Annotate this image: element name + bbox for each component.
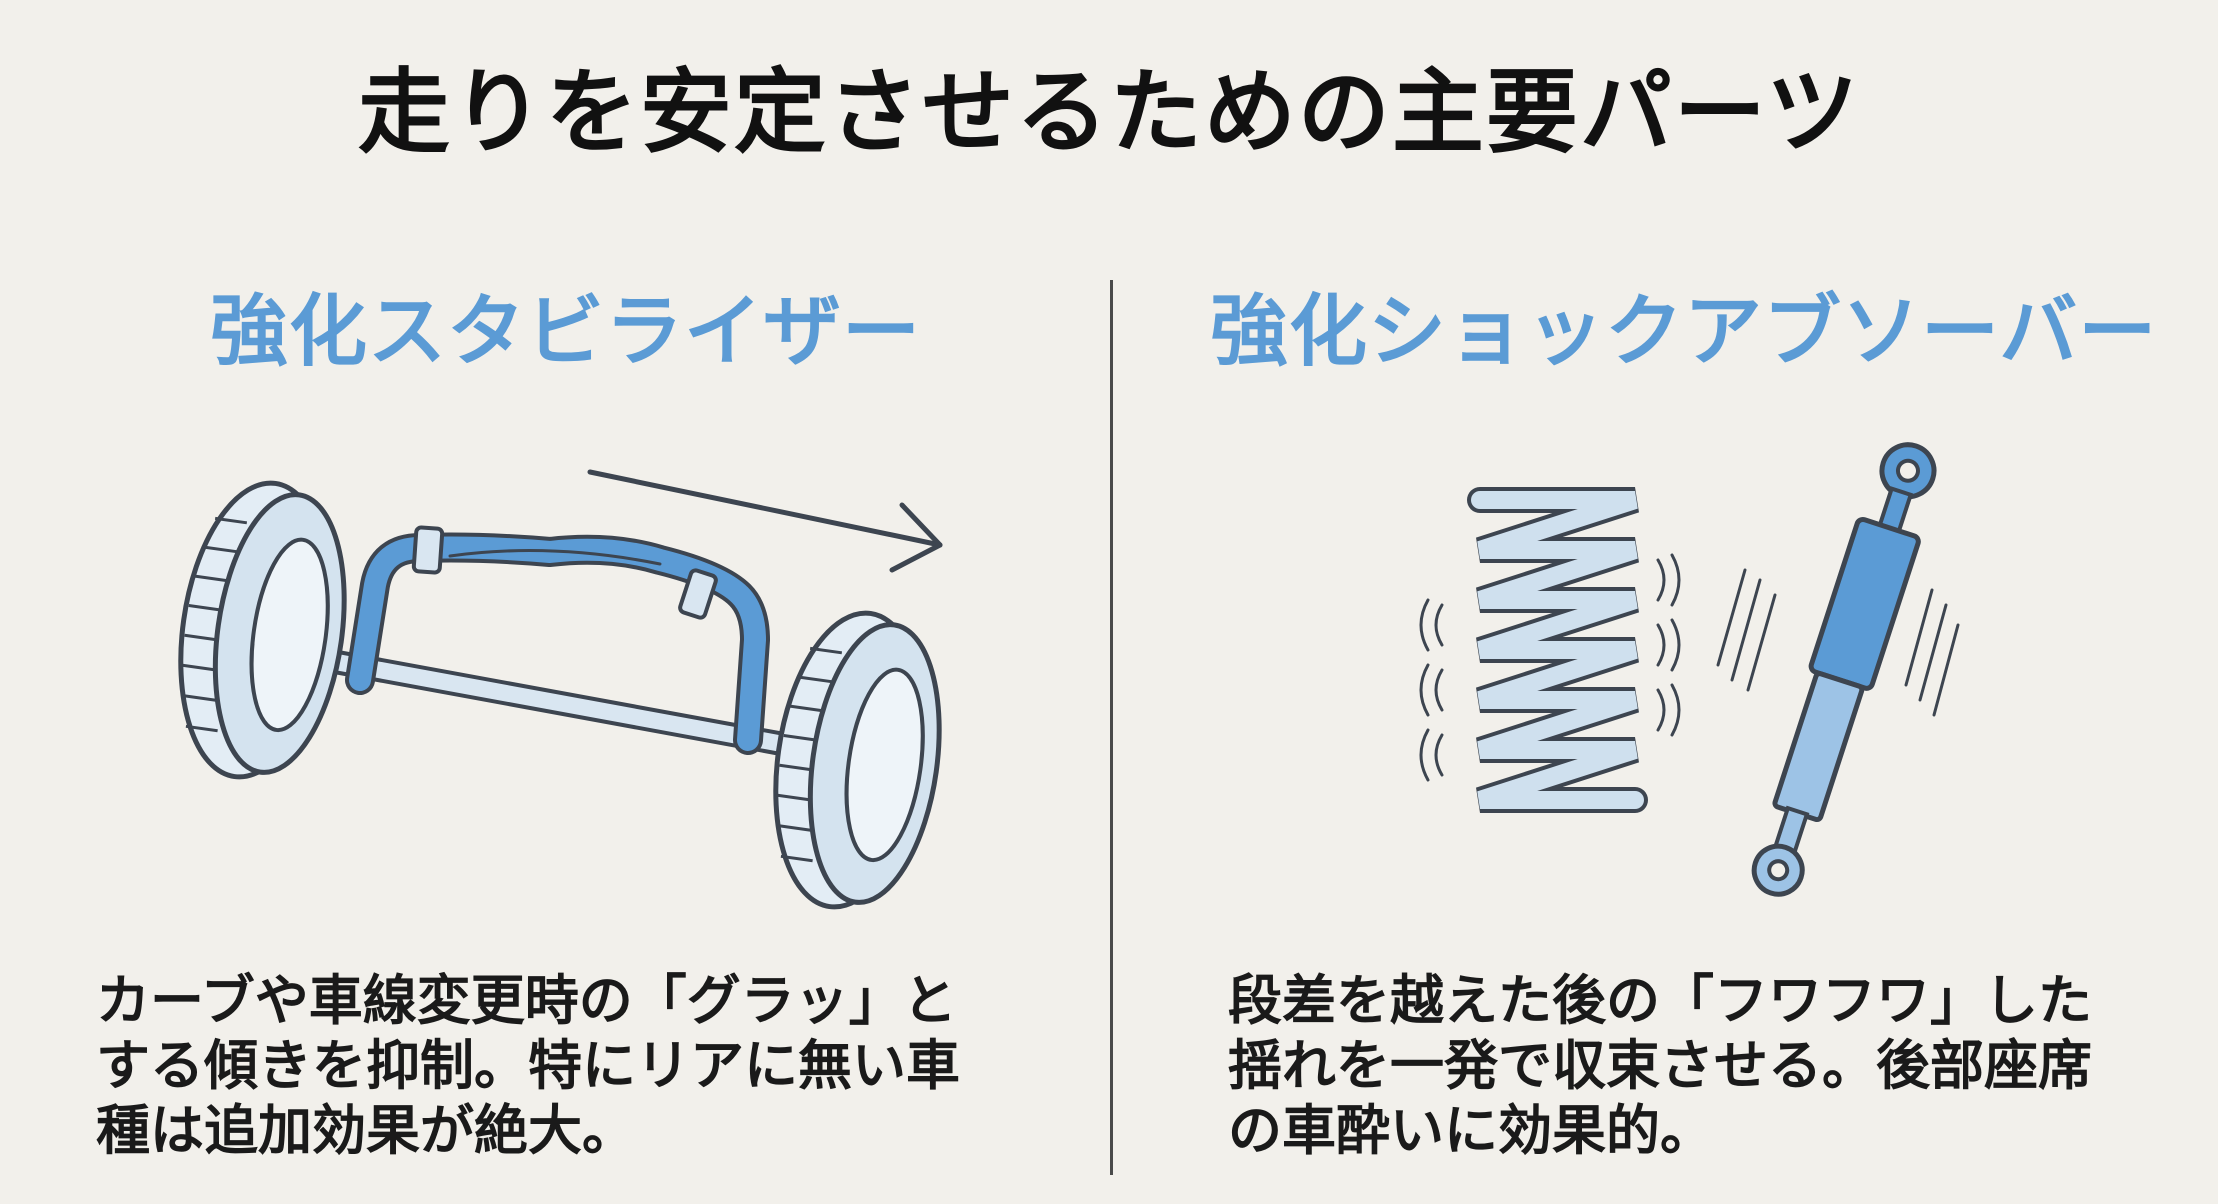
stabilizer-description-line-1: カーブや車線変更時の「グラッ」と <box>96 969 957 1032</box>
stabilizer-axle-illustration <box>178 469 943 910</box>
stabilizer-description-line-3: 種は追加効果が絶大。 <box>96 1099 636 1162</box>
suspension-parts-svg <box>1419 442 1960 897</box>
stabilizer-description: カーブや車線変更時の「グラッ」と する傾きを抑制。特にリアに無い車 種は追加効果… <box>96 968 1026 1163</box>
shock-absorber-description: 段差を越えた後の「フワフワ」した 揺れを一発で収束させる。後部座席 の車酔いに効… <box>1228 968 2148 1163</box>
left-wheel <box>178 480 347 780</box>
shock-absorber-heading: 強化ショックアブソーバー <box>1210 287 2158 377</box>
page-title: 走りを安定させるための主要パーツ <box>357 59 1861 166</box>
shock-absorber-icon <box>1751 442 1937 897</box>
shock-vibration-lines <box>1716 568 1960 717</box>
right-wheel <box>773 610 942 910</box>
stabilizer-heading: 強化スタビライザー <box>210 287 922 377</box>
shock-absorber-illustration <box>1400 430 1960 920</box>
coil-spring-icon <box>1419 487 1681 813</box>
stabilizer-bracket-left <box>411 525 445 575</box>
shock-absorber-description-line-1: 段差を越えた後の「フワフワ」した <box>1228 969 2092 1032</box>
direction-arrow-icon <box>587 469 943 573</box>
stabilizer-description-line-2: する傾きを抑制。特にリアに無い車 <box>96 1034 960 1097</box>
stabilizer-illustration <box>150 430 970 910</box>
panel-divider <box>1110 280 1113 1175</box>
shock-absorber-description-line-3: の車酔いに効果的。 <box>1228 1099 1714 1162</box>
shock-absorber-description-line-2: 揺れを一発で収束させる。後部座席 <box>1228 1034 2092 1097</box>
stabilizer-bracket-right <box>678 568 718 620</box>
